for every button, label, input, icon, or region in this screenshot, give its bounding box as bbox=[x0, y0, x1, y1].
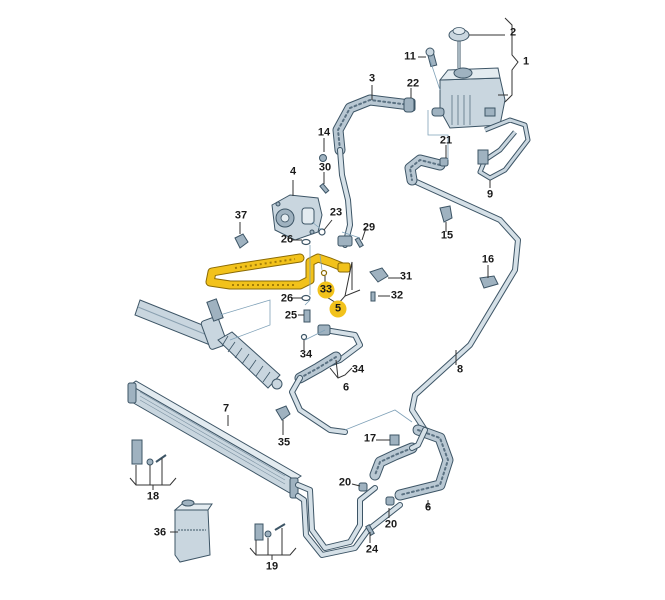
callout-18[interactable]: 18 bbox=[146, 490, 160, 503]
assembly-lines bbox=[219, 59, 449, 431]
return-line[interactable] bbox=[404, 154, 521, 433]
callout-2[interactable]: 2 bbox=[509, 26, 517, 39]
callout-5-highlighted[interactable]: 5 bbox=[329, 300, 347, 318]
bracket[interactable] bbox=[477, 117, 531, 181]
callout-8[interactable]: 8 bbox=[456, 363, 464, 376]
bolt-11[interactable] bbox=[425, 47, 438, 68]
return-hose-middle[interactable] bbox=[289, 324, 363, 435]
reservoir[interactable] bbox=[431, 67, 506, 129]
fluid-container[interactable] bbox=[173, 499, 213, 563]
callout-15[interactable]: 15 bbox=[440, 229, 454, 242]
callout-34-lower[interactable]: 34 bbox=[299, 348, 313, 361]
callout-6-middle[interactable]: 6 bbox=[342, 381, 350, 394]
callout-25[interactable]: 25 bbox=[284, 309, 298, 322]
callout-30[interactable]: 30 bbox=[318, 161, 332, 174]
callout-23[interactable]: 23 bbox=[329, 206, 343, 219]
return-hose-lower[interactable] bbox=[369, 424, 454, 501]
callout-32[interactable]: 32 bbox=[390, 289, 404, 302]
callout-36[interactable]: 36 bbox=[153, 526, 167, 539]
callout-26-upper[interactable]: 26 bbox=[280, 233, 294, 246]
callout-33-highlighted[interactable]: 33 bbox=[317, 281, 335, 299]
callout-6-lower[interactable]: 6 bbox=[424, 501, 432, 514]
cooler[interactable] bbox=[127, 380, 302, 499]
callout-20-left[interactable]: 20 bbox=[338, 476, 352, 489]
callout-11[interactable]: 11 bbox=[404, 50, 416, 63]
hardware-items bbox=[131, 97, 499, 541]
pressure-line-highlighted[interactable] bbox=[205, 253, 351, 290]
callout-9[interactable]: 9 bbox=[486, 188, 494, 201]
callout-19[interactable]: 19 bbox=[265, 560, 279, 573]
reservoir-cap[interactable] bbox=[448, 27, 470, 69]
suction-hose[interactable] bbox=[332, 94, 416, 248]
callout-3[interactable]: 3 bbox=[368, 72, 376, 85]
callout-7[interactable]: 7 bbox=[222, 402, 230, 415]
callout-35[interactable]: 35 bbox=[277, 436, 291, 449]
callout-31[interactable]: 31 bbox=[399, 270, 413, 283]
callout-26-lower[interactable]: 26 bbox=[280, 292, 294, 305]
callout-37[interactable]: 37 bbox=[234, 209, 248, 222]
leader-lines bbox=[129, 17, 519, 560]
steering-rack[interactable] bbox=[134, 298, 283, 390]
callout-16[interactable]: 16 bbox=[481, 253, 495, 266]
callout-34-upper[interactable]: 34 bbox=[351, 363, 365, 376]
callout-1[interactable]: 1 bbox=[522, 55, 530, 68]
callout-29[interactable]: 29 bbox=[362, 221, 376, 234]
callout-22[interactable]: 22 bbox=[406, 77, 420, 90]
callout-24[interactable]: 24 bbox=[365, 543, 379, 556]
callout-21[interactable]: 21 bbox=[439, 134, 453, 147]
callout-4[interactable]: 4 bbox=[289, 165, 297, 178]
power-steering-pump[interactable] bbox=[271, 194, 323, 241]
callout-17[interactable]: 17 bbox=[363, 432, 377, 445]
callout-14[interactable]: 14 bbox=[317, 126, 331, 139]
callout-20-right[interactable]: 20 bbox=[384, 518, 398, 531]
